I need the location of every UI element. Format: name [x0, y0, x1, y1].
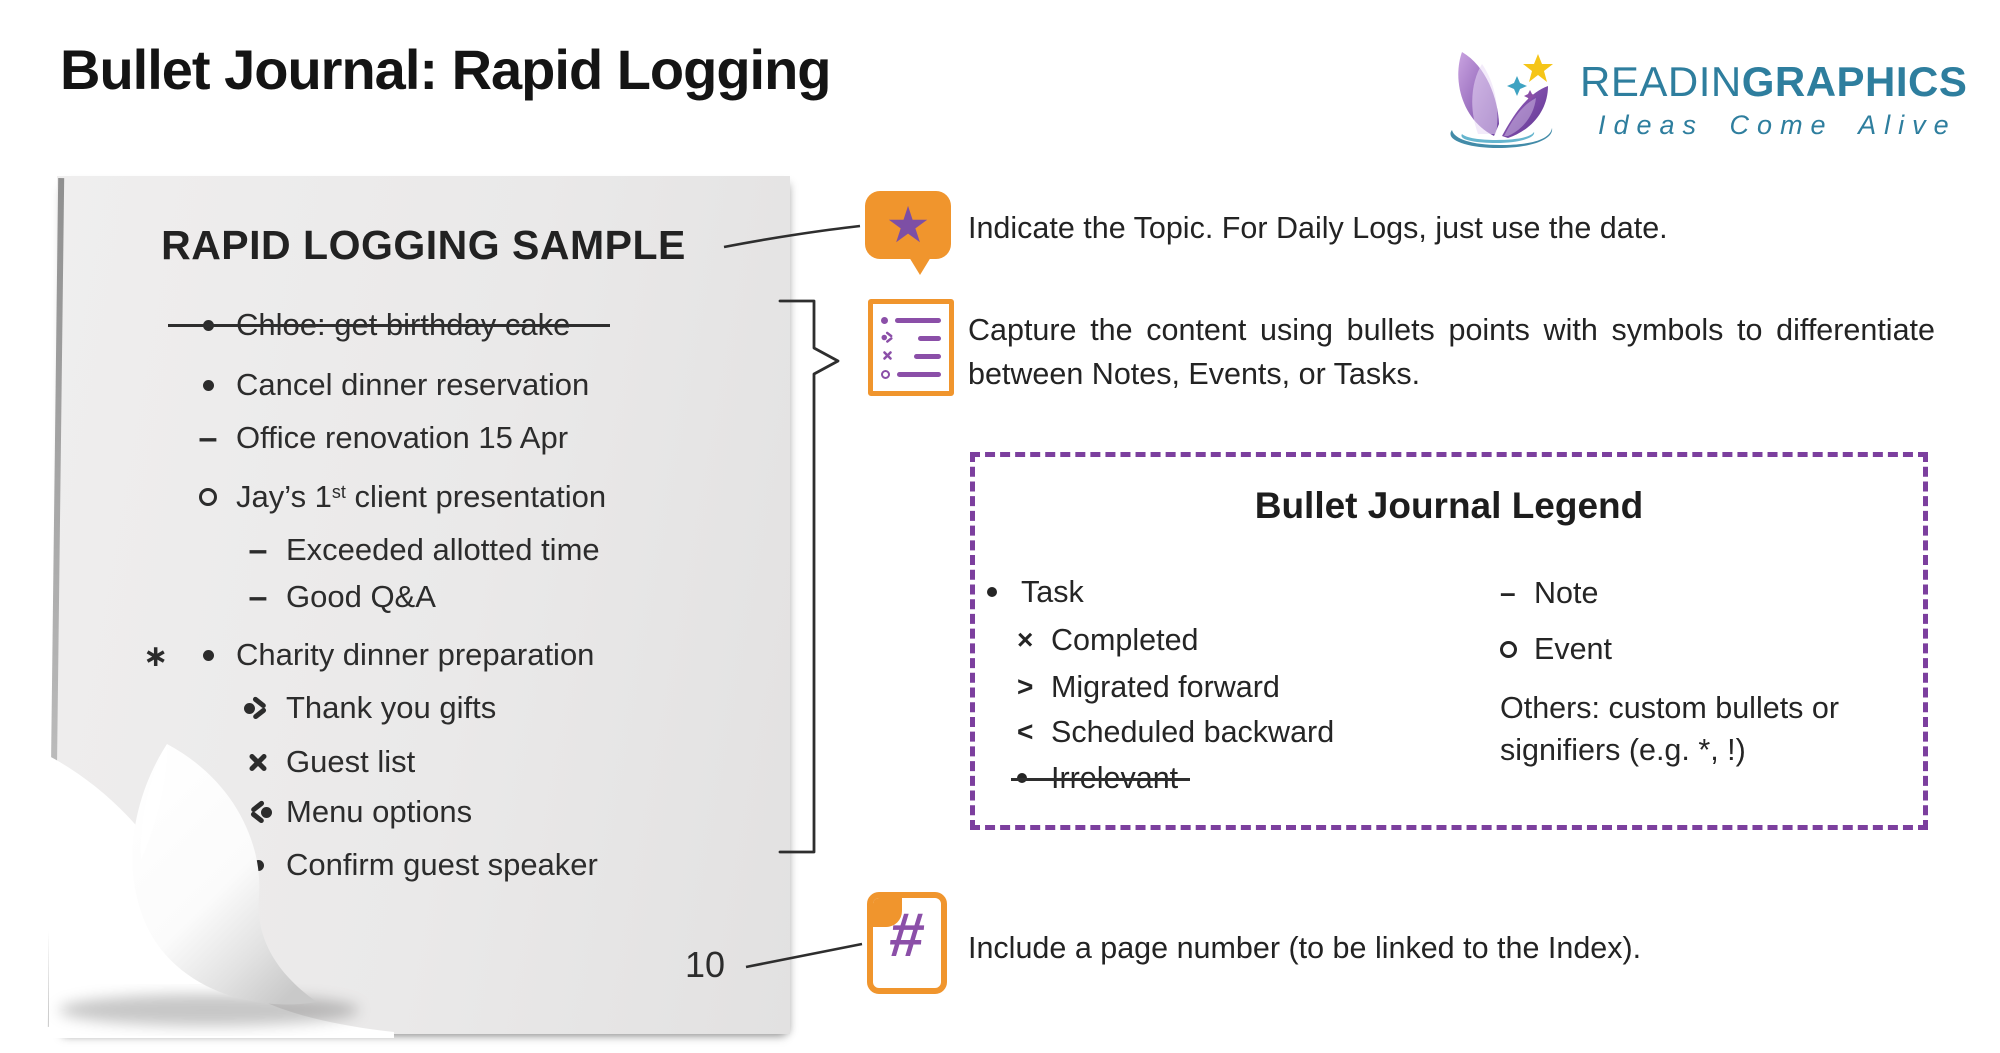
task-bullet-marker: [188, 638, 228, 672]
event-circle-marker: [1500, 640, 1526, 658]
brand-wordmark: READINGRAPHICS: [1580, 58, 1968, 105]
folded-corner: [873, 898, 902, 927]
dash-marker: –: [1500, 577, 1516, 608]
journal-item-note: – Office renovation 15 Apr: [188, 419, 569, 457]
journal-subitem-note: – Exceeded allotted time: [238, 531, 600, 569]
star-yellow: [1523, 54, 1553, 82]
journal-subitem-migrated: Thank you gifts: [238, 690, 496, 725]
migrated-forward-marker: [238, 691, 278, 725]
page-curl: [49, 744, 394, 1038]
topic-star-icon: ★: [865, 191, 951, 279]
legend-others-text: Others: custom bullets or signifiers (e.…: [1500, 691, 1840, 767]
list-icon-row-event: [881, 368, 941, 382]
task-bullet-marker: [188, 368, 228, 402]
journal-subitem-scheduled: Menu options: [238, 794, 472, 829]
page-title: Bullet Journal: Rapid Logging: [60, 38, 832, 101]
hash-glyph: #: [886, 901, 928, 970]
legend-item-completed: × Completed: [1017, 622, 1199, 657]
journal-subitem-note: – Good Q&A: [238, 578, 436, 616]
asterisk-signifier: ∗: [143, 639, 169, 674]
journal-item-task: Cancel dinner reservation: [188, 367, 589, 402]
bullet-list-icon: [868, 299, 954, 396]
legend-item-scheduled: < Scheduled backward: [1017, 714, 1335, 749]
list-icon-row-completed: [881, 350, 941, 364]
journal-subitem-task: Confirm guest speaker: [238, 847, 598, 882]
less-than-marker: <: [1017, 716, 1034, 747]
event-circle-marker: [188, 480, 228, 514]
star-glyph: ★: [885, 196, 931, 254]
brand-tagline: Ideas Come Alive: [1598, 110, 1957, 140]
list-icon-row-migrated: [881, 331, 941, 345]
paper-page-number: 10: [685, 944, 726, 985]
legend-item-task: Task: [987, 575, 1084, 609]
journal-subitem-completed: Guest list: [238, 744, 415, 779]
star-purple: [1524, 90, 1536, 102]
legend-item-note: – Note: [1500, 575, 1599, 610]
note-dash-marker: –: [248, 531, 268, 569]
journal-item-task-signified: ∗ Charity dinner preparation: [143, 637, 595, 674]
journal-item-task-struck: Chloe: get birthday cake: [167, 307, 611, 342]
note-dash-marker: –: [248, 578, 268, 616]
butterfly-book-icon: [1450, 52, 1553, 148]
journal-paper: RAPID LOGGING SAMPLE Chloe: get birthday…: [49, 176, 790, 1038]
legend-title: Bullet Journal Legend: [1254, 485, 1644, 526]
page-number-icon: #: [867, 892, 947, 994]
greater-than-marker: >: [1017, 671, 1034, 702]
task-bullet-marker: [1017, 773, 1043, 783]
annotation-bullets-text: Capture the content using bullets points…: [968, 313, 1935, 391]
readinggraphics-logo: READINGRAPHICS Ideas Come Alive: [1438, 46, 1967, 156]
task-bullet-marker: [188, 308, 228, 342]
legend-item-irrelevant: Irrelevant: [1010, 761, 1191, 795]
x-marker: ×: [1017, 624, 1034, 655]
journal-item-event: Jay’s 1st client presentation: [188, 479, 606, 514]
list-icon-row-task: [881, 313, 941, 327]
legend-item-event: Event: [1500, 632, 1612, 666]
task-bullet-marker: [238, 848, 278, 882]
annotation-pagenumber-text: Include a page number (to be linked to t…: [968, 931, 1642, 965]
legend-item-migrated: > Migrated forward: [1017, 669, 1280, 704]
star-teal: [1507, 76, 1527, 96]
annotation-topic-text: Indicate the Topic. For Daily Logs, just…: [968, 211, 1668, 245]
bullet-journal-legend: Bullet Journal Legend Task × Completed >…: [970, 452, 1928, 830]
paper-heading: RAPID LOGGING SAMPLE: [161, 222, 686, 268]
speech-tail: [909, 257, 931, 275]
scheduled-backward-marker: [238, 795, 278, 829]
task-bullet-marker: [987, 587, 1013, 597]
note-dash-marker: –: [198, 419, 218, 457]
